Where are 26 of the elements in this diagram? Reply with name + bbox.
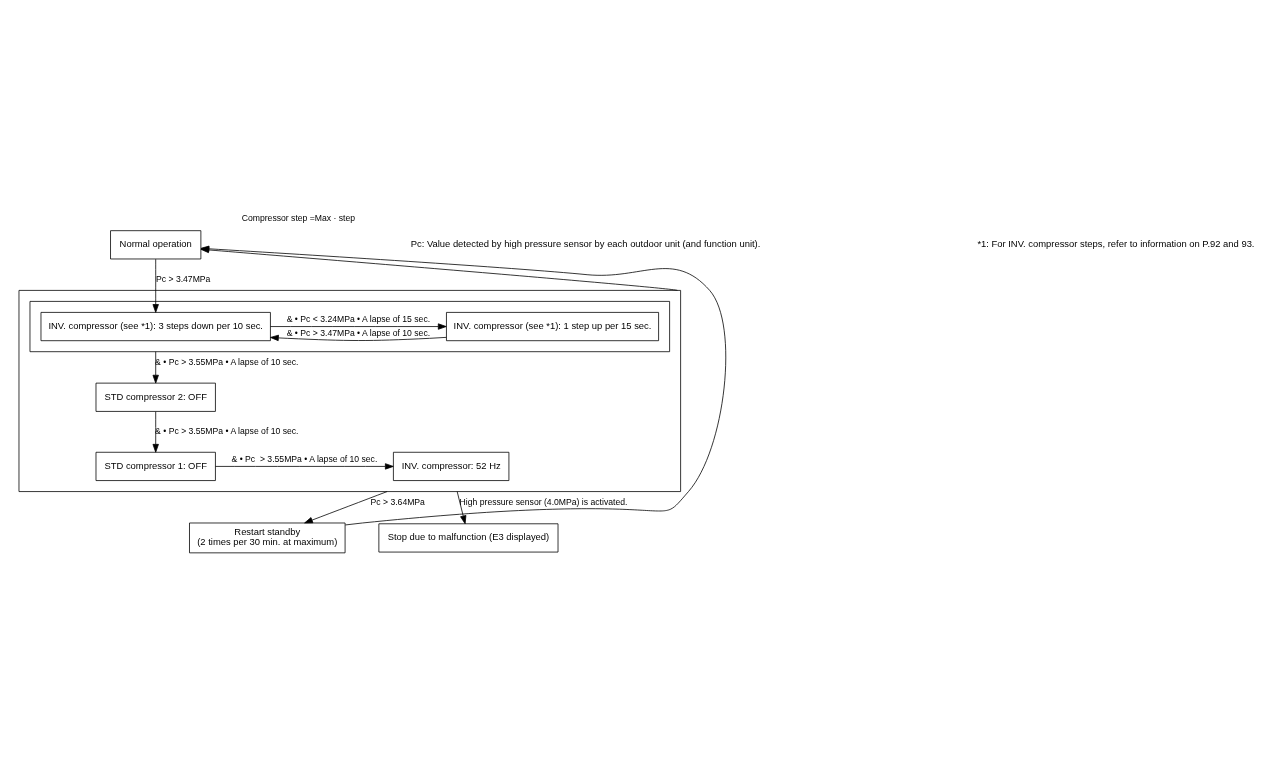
arrow (456, 491, 467, 525)
node-box: INV. compressor: 52 Hz (393, 451, 510, 481)
arrow (152, 258, 159, 313)
node-box: STD compressor 1: OFF (95, 451, 216, 481)
node-box: STD compressor 2: OFF (95, 382, 216, 412)
node-box: INV. compressor (see *1): 3 steps down per 10 sec. (40, 312, 271, 342)
arrow (270, 334, 447, 342)
node-box: INV. compressor (see *1): 1 step up per 15 sec. (446, 312, 659, 342)
edge-label: Compressor step =Max · step (241, 213, 356, 224)
edge-label: High pressure sensor (4.0MPa) is activated. (459, 496, 628, 507)
label: *1: For INV. compressor steps, refer to information on P.92 and 93. (977, 238, 1255, 250)
arrow (215, 463, 394, 470)
arrow (304, 491, 388, 524)
edge-label: & • Pc < 3.24MPa • A lapse of 15 sec. (286, 313, 431, 324)
arrow (270, 323, 447, 330)
arrow (152, 351, 159, 384)
cluster (18, 290, 681, 492)
edge-label: & • Pc > 3.55MPa • A lapse of 10 sec. (231, 453, 378, 464)
label: Pc: Value detected by high pressure sensor by each outdoor unit (and function unit). (410, 238, 761, 250)
node-box: Stop due to malfunction (E3 displayed) (378, 523, 559, 553)
edge-label: Pc > 3.64MPa (370, 496, 425, 507)
node-box: Restart standby (2 times per 30 min. at maximum) (189, 522, 346, 554)
node-box: Normal operation (110, 230, 202, 260)
edge-label: & • Pc > 3.55MPa • A lapse of 10 sec. (155, 356, 299, 367)
edge-label: Pc > 3.47MPa (156, 273, 211, 284)
edge-label: & • Pc > 3.47MPa • A lapse of 10 sec. (286, 327, 431, 338)
